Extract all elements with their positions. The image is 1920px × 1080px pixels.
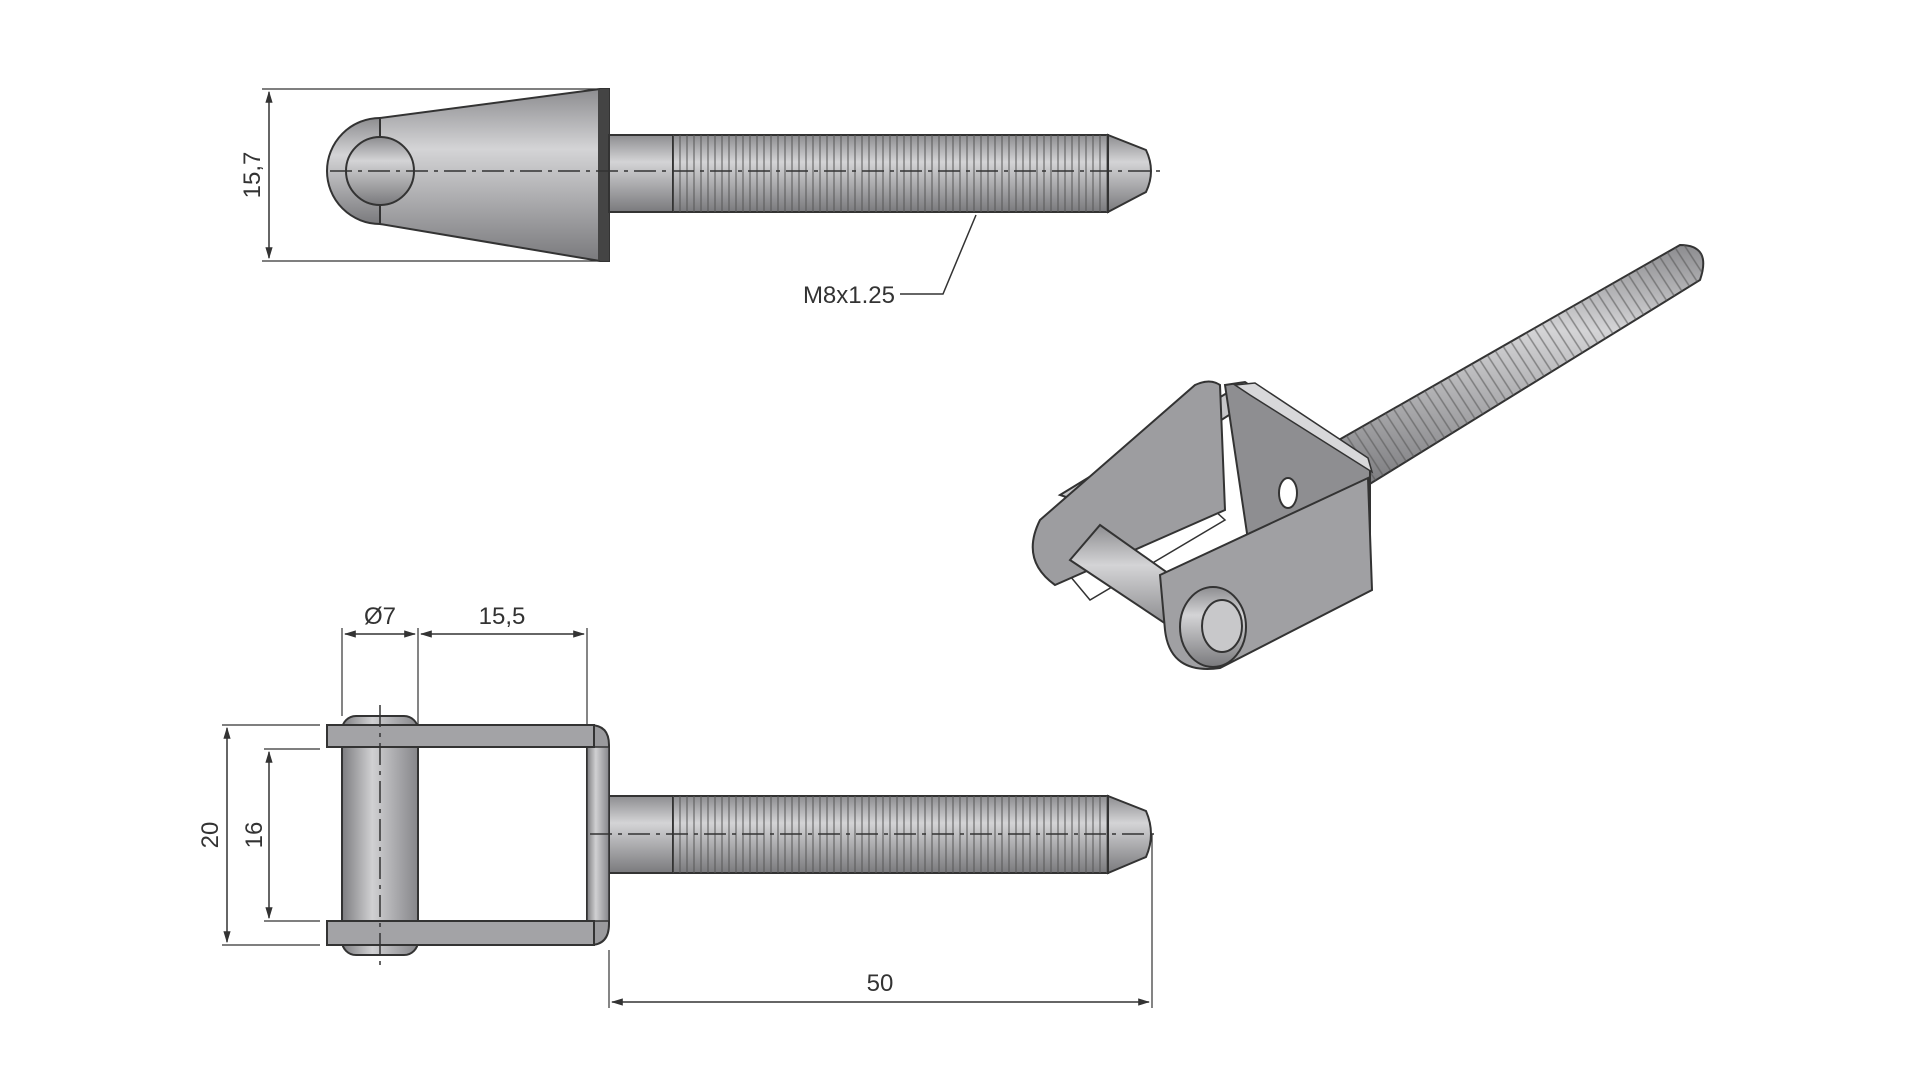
isometric-view [1031, 243, 1705, 670]
iso-top-plate [1031, 380, 1227, 587]
shaft-tip [1107, 133, 1152, 214]
dim-pin-to-end: 15,5 [479, 603, 526, 630]
dim-pin-diameter: Ø7 [364, 603, 396, 630]
shaft-plain [608, 134, 674, 213]
dim-height-15-7: 15,7 [239, 152, 266, 199]
dim-shaft-length-50: 50 [867, 970, 894, 997]
dim-inner-width-16: 16 [241, 822, 268, 849]
dim-outer-width-20: 20 [197, 822, 224, 849]
top-view: 15,7 M8x1.25 [239, 88, 1160, 309]
side-view: 20 16 Ø7 15,5 50 [197, 603, 1160, 1008]
thread-callout: M8x1.25 [803, 282, 895, 309]
